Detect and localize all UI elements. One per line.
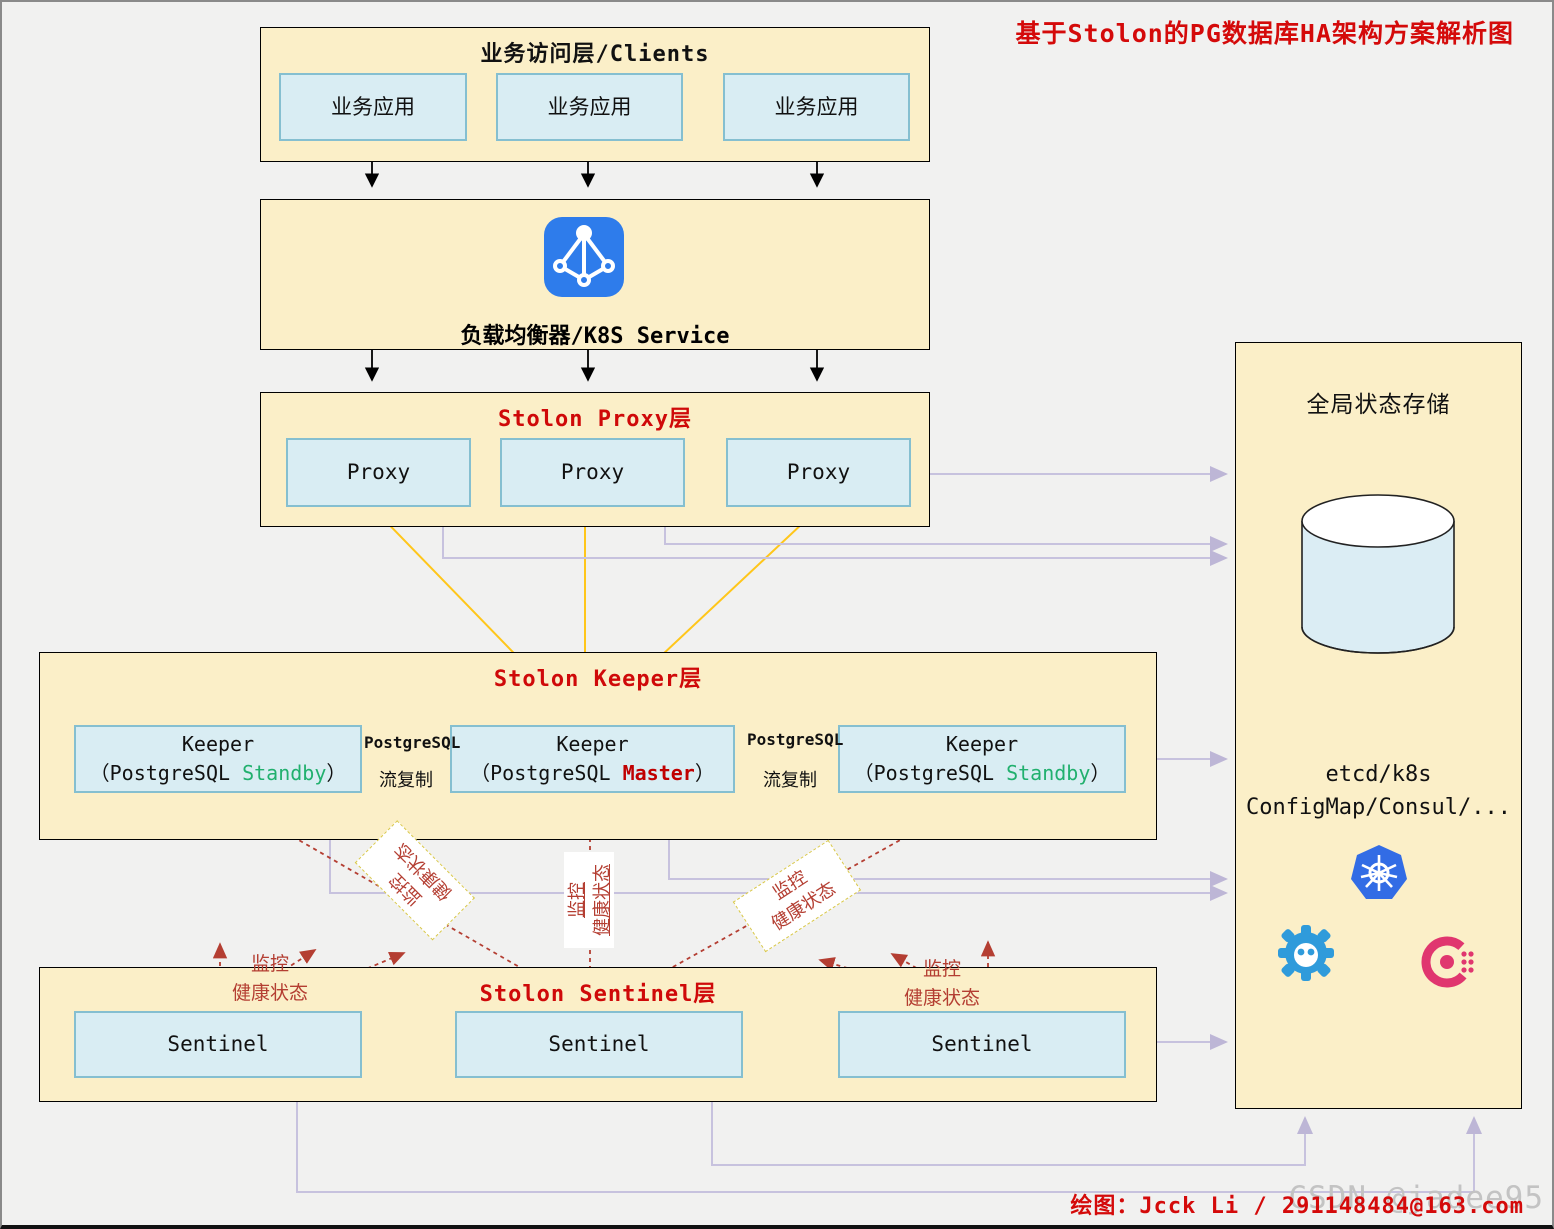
sentinel-box: Sentinel bbox=[74, 1011, 362, 1078]
page-title: 基于Stolon的PG数据库HA架构方案解析图 bbox=[1015, 19, 1514, 48]
replication-label: PostgreSQL bbox=[364, 733, 461, 752]
monitor-label-diag-right: 监控 健康状态 bbox=[732, 839, 862, 953]
proxy-layer-title: Stolon Proxy层 bbox=[498, 407, 692, 432]
database-cylinder-icon bbox=[1301, 494, 1455, 654]
state-store-title: 全局状态存储 bbox=[1306, 392, 1451, 418]
kubernetes-icon bbox=[1351, 845, 1407, 899]
load-balancer-icon bbox=[544, 217, 624, 297]
keeper-name: Keeper bbox=[181, 732, 255, 756]
client-app-box: 业务应用 bbox=[279, 73, 467, 141]
consul-icon bbox=[1421, 936, 1474, 988]
client-app-box: 业务应用 bbox=[723, 73, 910, 141]
keeper-master-box: Keeper （PostgreSQL Master） bbox=[450, 725, 735, 793]
clients-layer: 业务访问层/Clients 业务应用 业务应用 业务应用 bbox=[260, 27, 930, 162]
monitor-label-right: 监控 健康状态 bbox=[903, 958, 980, 1009]
credit-text: 绘图：Jcck Li / 291148484@163.com bbox=[1070, 1194, 1524, 1219]
store-backends-text: etcd/k8s ConfigMap/Consul/... bbox=[1246, 762, 1511, 820]
sentinel-layer: Stolon Sentinel层 Sentinel Sentinel Senti… bbox=[39, 967, 1157, 1102]
state-store-panel: 全局状态存储 etcd/k8s ConfigMap/Consul/... bbox=[1235, 342, 1522, 1109]
keeper-layer: Stolon Keeper层 Keeper （PostgreSQL Standb… bbox=[39, 652, 1157, 840]
sentinel-box: Sentinel bbox=[838, 1011, 1126, 1078]
load-balancer-layer: 负载均衡器/K8S Service bbox=[260, 199, 930, 350]
keeper-layer-title: Stolon Keeper层 bbox=[493, 667, 703, 692]
clients-layer-title: 业务访问层/Clients bbox=[480, 42, 710, 67]
keeper-name: Keeper bbox=[556, 732, 629, 756]
client-app-box: 业务应用 bbox=[496, 73, 683, 141]
replication-label: PostgreSQL bbox=[747, 730, 844, 749]
keeper-standby-box: Keeper （PostgreSQL Standby） bbox=[838, 725, 1126, 793]
monitor-label-left: 监控 健康状态 bbox=[231, 953, 308, 1004]
sentinel-layer-title: Stolon Sentinel层 bbox=[479, 982, 717, 1007]
keeper-role: Master bbox=[622, 761, 695, 785]
monitor-label-vertical: 监控 健康状态 bbox=[564, 852, 614, 948]
proxy-box: Proxy bbox=[286, 438, 471, 507]
keeper-name: Keeper bbox=[945, 732, 1019, 756]
load-balancer-label: 负载均衡器/K8S Service bbox=[460, 324, 730, 349]
proxy-box: Proxy bbox=[726, 438, 911, 507]
replication-label: 流复制 bbox=[763, 770, 817, 791]
keeper-role: Standby bbox=[242, 761, 327, 785]
proxy-layer: Stolon Proxy层 Proxy Proxy Proxy bbox=[260, 392, 930, 527]
proxy-box: Proxy bbox=[500, 438, 685, 507]
keeper-standby-box: Keeper （PostgreSQL Standby） bbox=[74, 725, 362, 793]
replication-label: 流复制 bbox=[379, 770, 433, 791]
csdn-watermark: CSDN @jadee95 bbox=[1288, 1180, 1544, 1216]
keeper-role: Standby bbox=[1006, 761, 1091, 785]
sentinel-box: Sentinel bbox=[455, 1011, 743, 1078]
etcd-icon bbox=[1278, 925, 1334, 981]
